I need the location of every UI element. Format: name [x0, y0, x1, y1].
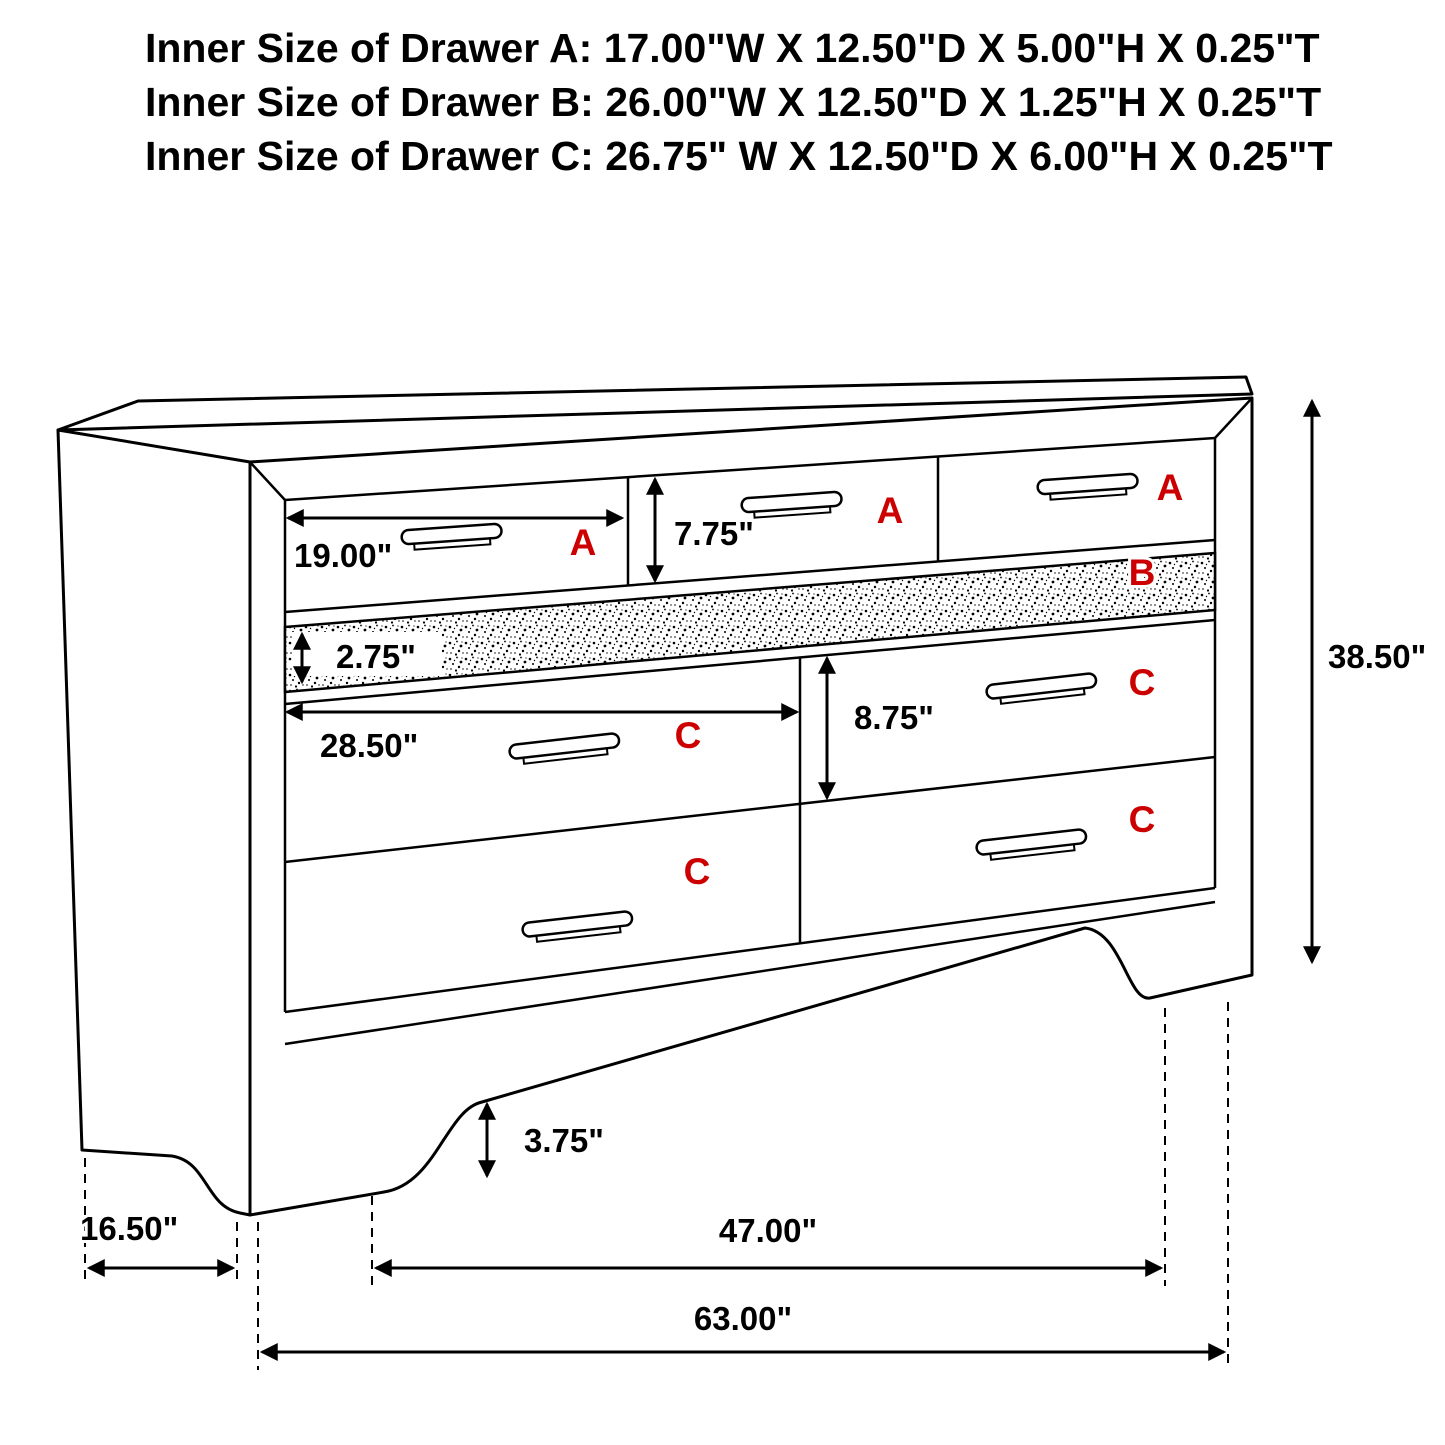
drawer-a2-label: A — [877, 490, 904, 531]
dim-side-depth: 16.50" — [77, 1207, 236, 1277]
frame-inner-bottom — [284, 886, 1216, 1014]
drawer-b-label: B — [1129, 552, 1156, 593]
dim-drawer-a-width: 19.00" — [285, 509, 625, 577]
dresser-top — [56, 375, 1254, 432]
dim-label-drawer-a-width: 19.00" — [294, 537, 392, 574]
dim-label-foot-height: 3.75" — [524, 1122, 604, 1159]
drawer-c-top-left-handle — [508, 732, 621, 765]
dim-drawer-b-height: 2.75" — [292, 631, 442, 685]
drawer-c-bottom-left-handle — [521, 910, 634, 943]
dresser-left-side-panel — [56, 428, 252, 1217]
dim-overall-width: 63.00" — [259, 1297, 1227, 1361]
dim-label-drawer-b-height: 2.75" — [336, 638, 416, 675]
seam-a-row-bottom — [284, 538, 1216, 614]
dim-label-feet-span: 47.00" — [719, 1212, 817, 1249]
dim-label-drawer-a-height: 7.75" — [674, 515, 754, 552]
label-backing — [292, 632, 442, 676]
drawer-handles — [400, 472, 1139, 943]
drawer-c-inner-size-text: Inner Size of Drawer C: 26.75" W X 12.50… — [145, 133, 1333, 179]
dim-label-drawer-c-width: 28.50" — [320, 727, 418, 764]
drawer-c-bottom-right-handle — [975, 828, 1088, 861]
drawer-c-top-right-handle — [985, 672, 1098, 705]
dresser-drawing: A A A B C C C C — [56, 375, 1254, 1217]
dim-label-overall-width: 63.00" — [694, 1300, 792, 1337]
frame-inner-top — [284, 436, 1216, 502]
dimensions: 19.00" 7.75" 2.75" 28.50" 8.75" 38.50" 3… — [77, 398, 1429, 1361]
dim-drawer-a-height: 7.75" — [646, 476, 757, 584]
dim-drawer-c-height: 8.75" — [818, 655, 937, 801]
header: Inner Size of Drawer A: 17.00"W X 12.50"… — [145, 25, 1333, 179]
drawer-a3-label: A — [1157, 467, 1184, 508]
dim-label-overall-height: 38.50" — [1328, 638, 1426, 675]
drawer-a1-label: A — [570, 522, 597, 563]
dim-label-drawer-c-height: 8.75" — [854, 699, 934, 736]
dim-drawer-c-width: 28.50" — [284, 703, 800, 767]
drawer-b-speckled-front — [283, 551, 1217, 694]
drawer-a2-handle — [740, 490, 843, 519]
base-molding-line — [284, 900, 1216, 1046]
frame-miter-top-right — [1214, 397, 1253, 439]
drawer-c-bottom-right-label: C — [1129, 799, 1156, 840]
dim-foot-height: 3.75" — [478, 1101, 607, 1179]
drawer-c-top-right-label: C — [1129, 662, 1156, 703]
frame-miter-top-left — [249, 461, 286, 501]
drawer-seams — [284, 456, 1216, 943]
extension-lines — [84, 1002, 1229, 1370]
front-face-frame — [249, 397, 1253, 1046]
dim-label-side-depth: 16.50" — [80, 1210, 178, 1247]
drawer-a3-handle — [1036, 472, 1139, 501]
drawer-a-inner-size-text: Inner Size of Drawer A: 17.00"W X 12.50"… — [145, 25, 1320, 71]
seam-c-row-middle — [284, 755, 1216, 864]
drawer-c-bottom-left-label: C — [684, 851, 711, 892]
dim-feet-span: 47.00" — [373, 1209, 1164, 1277]
drawer-c-top-left-label: C — [675, 715, 702, 756]
seam-c-row-top — [284, 618, 1216, 706]
dim-overall-height: 38.50" — [1303, 398, 1429, 965]
drawer-b-inner-size-text: Inner Size of Drawer B: 26.00"W X 12.50"… — [145, 79, 1321, 125]
drawer-a1-handle — [400, 522, 503, 551]
